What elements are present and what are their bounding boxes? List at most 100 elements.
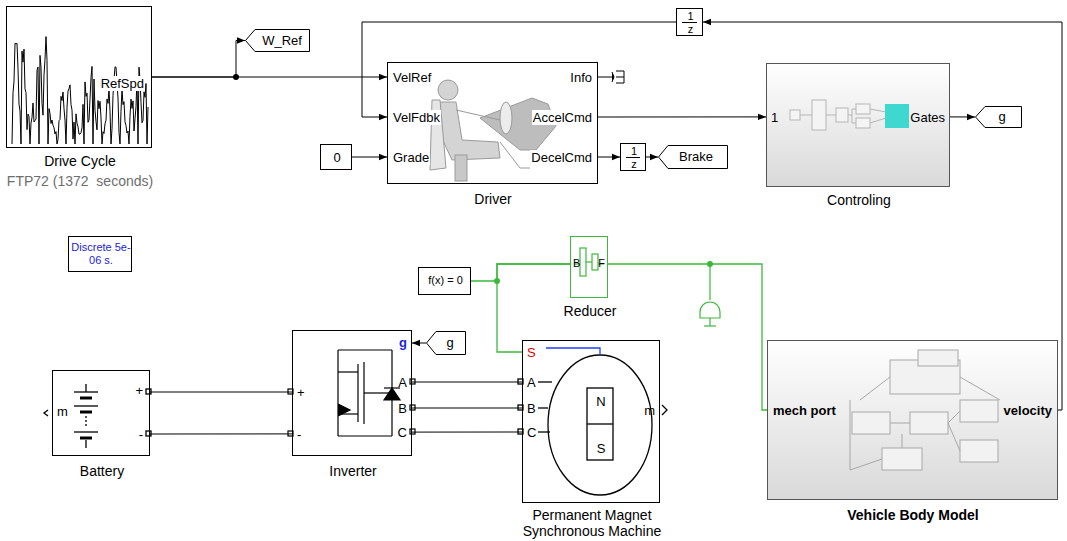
block-title: Driver [474,191,511,207]
fraction-bar [626,157,640,158]
port-label: A [398,375,407,390]
signal-tag: W_Ref [245,29,310,52]
subsystem-preview [790,100,886,130]
terminator-symbol [598,71,624,83]
delay-denominator: z [688,23,694,36]
port-label: DecelCmd [530,150,593,165]
constant-value: 0 [333,150,340,165]
goto-tag: g [998,109,1005,124]
signal-line [412,432,522,433]
block: 1z [676,8,703,36]
solver-label: Discrete 5e-06 s. [71,241,131,267]
port-label: B [398,401,407,416]
block-title: Controling [827,192,891,208]
port-label: Info [569,70,593,85]
subsystem-fill [766,63,950,187]
block-title: Vehicle Body Model [847,507,978,523]
highlight-square [885,104,909,128]
port-label: mech port [773,403,836,418]
subsystem-fill [767,340,1058,500]
block-title: Battery [80,463,124,479]
port-label: VelFdbk [392,110,441,125]
gear-symbol [574,248,604,276]
port-label: RefSpd [100,76,145,91]
block: 1GatesControling [766,63,950,187]
port-label: - [297,427,301,442]
block-title: Reducer [564,303,617,319]
signal-line [412,382,522,383]
port-label: m [644,403,655,418]
port-label: Gates [910,110,945,125]
port-label: F [598,257,605,270]
port-label: + [135,383,143,398]
pole-label: N [596,394,605,409]
block-title: Permanent Magnet Synchronous Machine [512,507,672,539]
signal-line [598,116,766,117]
signal-tag: g [975,106,1022,128]
port-label: AccelCmd [532,110,593,125]
block: BFReducer [570,236,608,298]
port-label: A [527,375,536,390]
driver-figure [430,80,556,181]
signal-line [152,77,387,78]
signal-line [150,433,292,434]
mechanical-connection [471,264,570,281]
speed-trace [12,37,148,144]
block: m+-Battery [52,370,150,456]
block: 1z [620,143,646,171]
signal-line [598,157,620,158]
block: mech portvelocityVehicle Body Model [767,340,1058,500]
block: Discrete 5e-06 s. [68,236,132,272]
goto-tag: W_Ref [262,33,302,48]
signal-line [412,408,522,409]
port-label: B [527,401,536,416]
mechanical-reference [700,264,720,326]
block: f(x) = 0 [418,267,471,295]
block-subtitle: FTP72 (1372 seconds) [7,173,153,189]
port-label: + [297,385,305,400]
subsystem-preview [850,350,1000,470]
signal-line [412,343,426,344]
port-label: - [139,427,143,442]
tag-outline [426,331,466,355]
port-label: VelRef [392,70,432,85]
port-label: 1 [771,110,778,125]
fraction-bar [682,22,697,23]
port-label: C [527,425,536,440]
signal-line [646,157,658,158]
mechanical-connection [497,264,570,352]
delay-denominator: z [631,158,637,171]
signal-tag: g [426,331,466,355]
port-label: S [527,345,536,360]
port-label: g [399,335,407,350]
port-label: B [573,257,580,270]
port-label: C [398,425,407,440]
pole-label: S [597,441,606,456]
block: g+-ABCInverter [292,330,412,456]
drive-cycle-plot [12,37,148,144]
delay-numerator: 1 [687,10,693,23]
inverter-symbol [288,350,415,436]
signal-line [150,392,292,393]
signal-line [152,41,245,78]
pmsm-symbol [518,348,667,495]
block: SABCNSmPermanent Magnet Synchronous Mach… [522,340,660,503]
signal-line [703,22,1062,410]
port-label: m [57,404,68,419]
from-tag: g [446,335,453,350]
port-label: velocity [1004,403,1052,418]
signal-line [362,22,676,117]
mechanical-connection [608,264,767,410]
delay-numerator: 1 [631,145,637,158]
block-title: Drive Cycle [44,153,116,169]
block: 0 [320,144,352,170]
port-label: Grade [392,150,430,165]
block-title: Inverter [329,463,376,479]
signal-tag: Brake [658,145,728,169]
solver-config-label: f(x) = 0 [428,274,463,287]
signal-line [950,116,975,117]
signal-line [352,157,387,158]
block: VelRefVelFdbkGradeInfoAccelCmdDecelCmdDr… [387,62,598,184]
